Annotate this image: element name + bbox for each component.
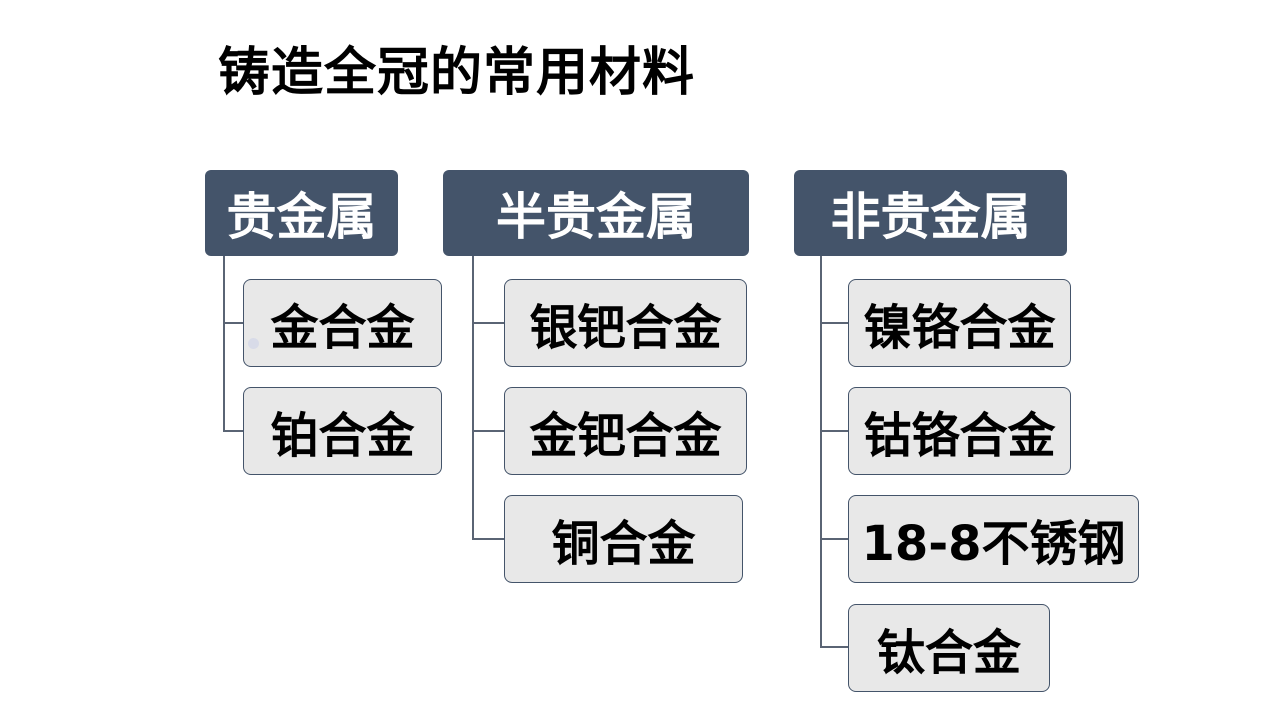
item-titanium-alloy: 钛合金 — [848, 604, 1050, 692]
connector-branch — [820, 430, 848, 432]
header-semi-precious-metal: 半贵金属 — [443, 170, 749, 256]
item-stainless-steel: 18-8不锈钢 — [848, 495, 1139, 583]
connector-branch — [820, 322, 848, 324]
connector-trunk-non-precious — [820, 256, 822, 647]
item-gold-alloy: 金合金 — [243, 279, 442, 367]
connector-branch — [820, 538, 848, 540]
header-non-precious-metal: 非贵金属 — [794, 170, 1067, 256]
item-silver-palladium-alloy: 银钯合金 — [504, 279, 747, 367]
header-precious-metal: 贵金属 — [205, 170, 398, 256]
item-copper-alloy: 铜合金 — [504, 495, 743, 583]
connector-branch — [472, 322, 504, 324]
connector-branch — [223, 322, 243, 324]
connector-branch — [223, 430, 243, 432]
item-gold-palladium-alloy: 金钯合金 — [504, 387, 747, 475]
slide-title: 铸造全冠的常用材料 — [218, 43, 696, 103]
connector-trunk-semi-precious — [472, 256, 474, 539]
connector-trunk-precious — [223, 256, 225, 431]
connector-branch — [820, 646, 848, 648]
connector-branch — [472, 430, 504, 432]
item-platinum-alloy: 铂合金 — [243, 387, 442, 475]
item-cobalt-chromium-alloy: 钴铬合金 — [848, 387, 1071, 475]
decorative-dot — [248, 338, 259, 349]
item-nickel-chromium-alloy: 镍铬合金 — [848, 279, 1071, 367]
connector-branch — [472, 538, 504, 540]
